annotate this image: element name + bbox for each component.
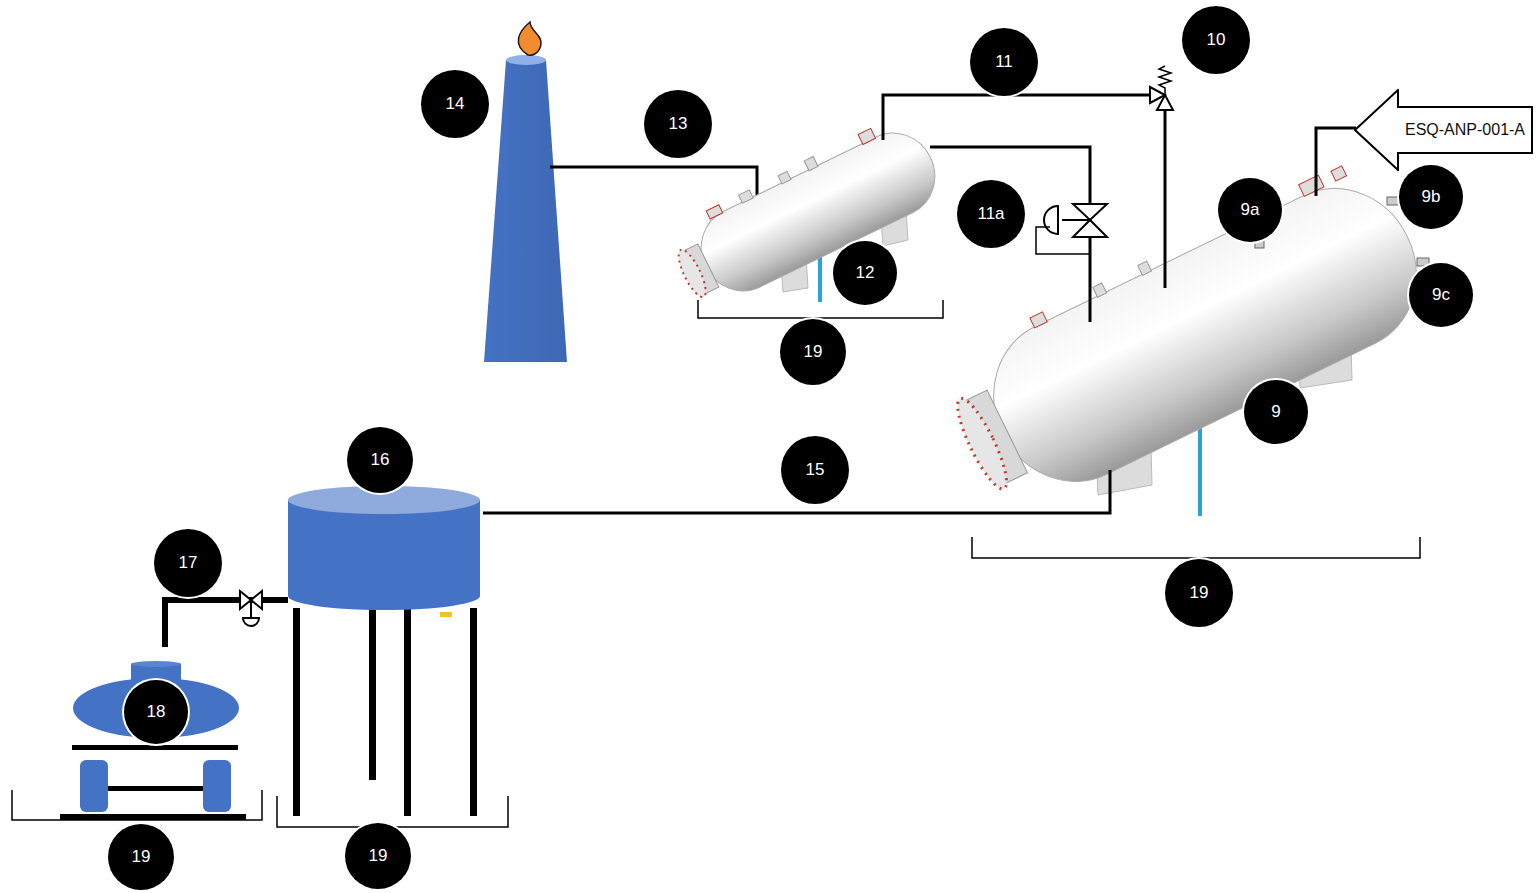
pipe-line [1316,128,1356,196]
callout-number: 19 [345,823,411,889]
callout-number: 13 [644,90,712,158]
callout-number: 9c [1409,263,1473,327]
pipe-line [550,167,757,204]
control-valve [1036,204,1107,254]
storage-tank [288,486,480,816]
callout-number: 14 [421,70,489,138]
relief-valve [1150,66,1173,110]
callout-number: 11 [970,28,1038,96]
drain-valve [240,591,262,626]
skid-bracket [12,300,1420,827]
flare-stack [484,22,567,362]
callout-number: 10 [1182,6,1250,74]
inlet-arrow: ESQ-ANP-001-A [1354,89,1533,171]
callout-number: 9b [1399,165,1463,229]
pipe-line [165,600,288,647]
callout-number: 16 [347,427,413,493]
arrow-outline [1355,90,1532,170]
pipe-line [930,147,1090,322]
callout-number: 15 [781,436,849,504]
callout-number: 19 [780,319,846,385]
callout-number: 9 [1244,380,1308,444]
callout-number: 19 [108,824,174,890]
separator-vessel [930,152,1443,523]
callout-number: 11a [957,180,1025,248]
callout-number: 17 [154,529,222,597]
stream-tag: ESQ-ANP-001-A [1405,121,1525,139]
callout-number: 19 [1165,559,1233,627]
gas-cylinder-cart [60,661,246,820]
callout-number: 18 [124,680,188,744]
callout-number: 12 [833,241,897,305]
pipe-line [883,95,1150,140]
callout-number: 9a [1218,178,1282,242]
pipe-line [1164,110,1167,288]
